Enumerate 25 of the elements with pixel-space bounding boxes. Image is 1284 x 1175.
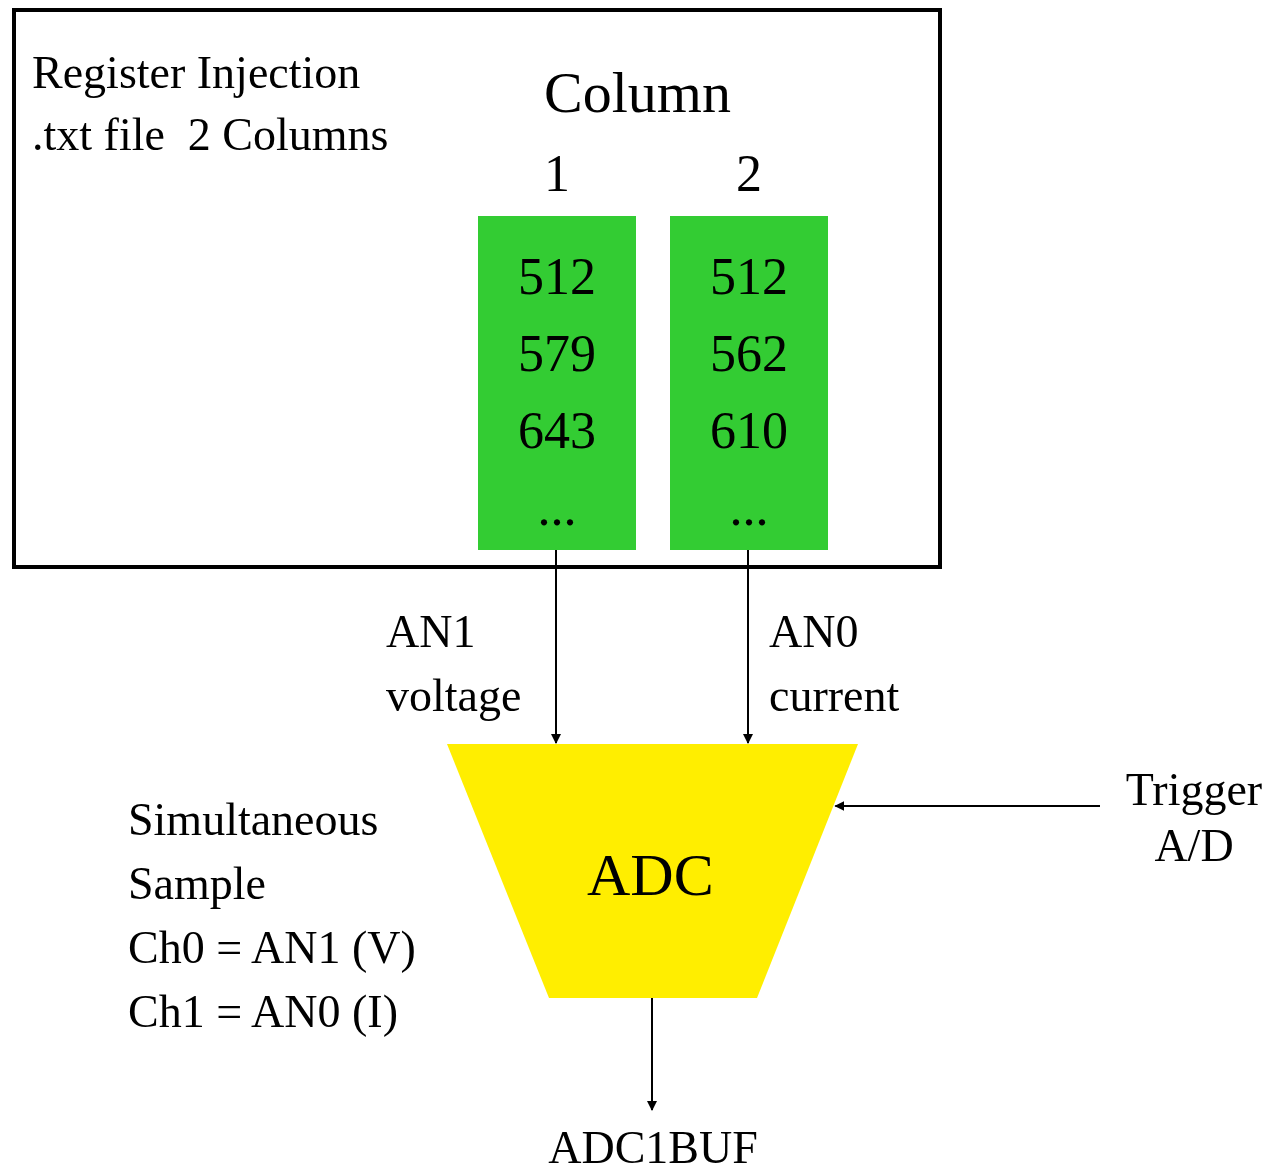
- arrow: [743, 549, 753, 744]
- edge-label: AN0 current: [769, 605, 901, 723]
- register-value: 643: [518, 401, 596, 461]
- arrow: [834, 801, 1101, 811]
- trigger-label: Trigger A/D: [1124, 763, 1264, 873]
- edge-label: AN1 voltage: [386, 605, 523, 723]
- arrow: [647, 997, 657, 1111]
- buffer-label: ADC1BUF: [548, 1122, 758, 1174]
- register-value: 512: [710, 247, 788, 307]
- register-value: 610: [710, 401, 788, 461]
- arrow: [551, 549, 561, 744]
- file-description: Register Injection .txt file 2 Columns: [32, 46, 390, 162]
- note-text: Ch0 = AN1 (V): [128, 921, 417, 975]
- register-value: 579: [518, 324, 596, 384]
- column-number: 1: [544, 144, 570, 204]
- adc-label: ADC: [587, 841, 714, 910]
- file-box: [12, 8, 942, 569]
- note-text: Simultaneous Sample: [128, 793, 380, 911]
- column-heading: Column: [544, 59, 731, 127]
- note-text: Ch1 = AN0 (I): [128, 985, 399, 1039]
- register-value: 562: [710, 324, 788, 384]
- register-value: ...: [729, 478, 769, 538]
- column-number: 2: [736, 144, 762, 204]
- register-value: 512: [518, 247, 596, 307]
- register-value: ...: [537, 478, 577, 538]
